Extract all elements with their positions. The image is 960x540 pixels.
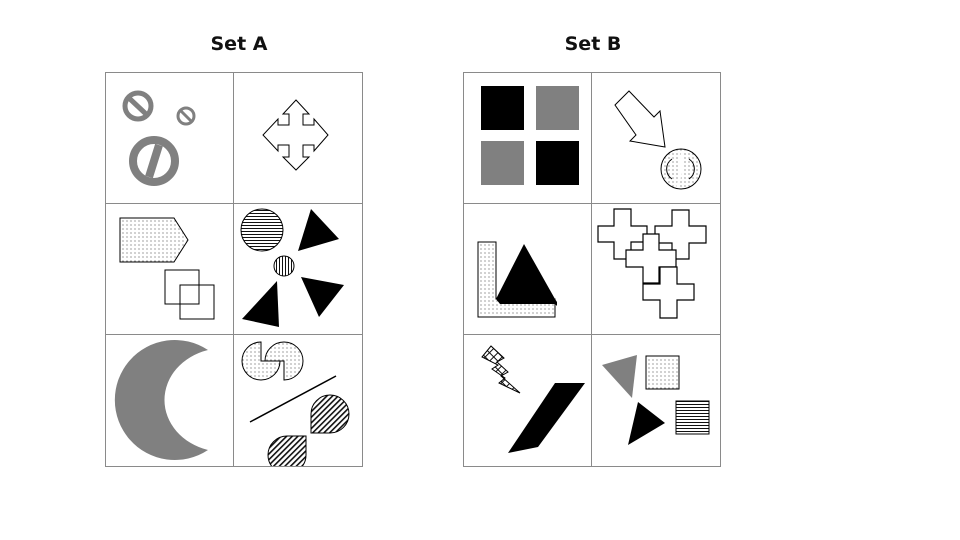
dotted-pentagon-and-squares-icon: [119, 217, 215, 320]
set-a-cell-6: [234, 335, 362, 466]
set-a-cell-5: [106, 335, 234, 466]
set-a-grid: [105, 72, 363, 467]
set-b-grid: [463, 72, 721, 467]
set-b-title: Set B: [564, 33, 622, 55]
set-a-cell-1: [106, 73, 234, 204]
set-b-cell-6: [592, 335, 720, 466]
no-entry-circles-icon: [122, 90, 196, 186]
l-shape-and-triangle-icon: [477, 241, 557, 318]
diagonal-arrow-and-circle-icon: [614, 90, 702, 190]
set-b-cell-4: [592, 204, 720, 335]
outlined-crosses-icon: [597, 208, 707, 319]
striped-circles-and-triangles-icon: [240, 208, 344, 327]
set-a-cell-4: [234, 204, 362, 335]
gray-crescent-icon: [114, 340, 208, 460]
set-a-cell-2: [234, 73, 362, 204]
set-b-cell-2: [592, 73, 720, 204]
lightning-and-parallelogram-icon: [481, 345, 585, 453]
set-a-title: Set A: [210, 33, 268, 55]
four-squares-icon: [481, 86, 579, 185]
set-b-cell-1: [464, 73, 592, 204]
triangles-and-squares-icon: [602, 355, 710, 445]
set-a-cell-3: [106, 204, 234, 335]
set-b-cell-3: [464, 204, 592, 335]
four-way-arrow-icon: [262, 99, 329, 171]
set-b-cell-5: [464, 335, 592, 466]
pacman-pairs-and-line-icon: [241, 341, 350, 466]
